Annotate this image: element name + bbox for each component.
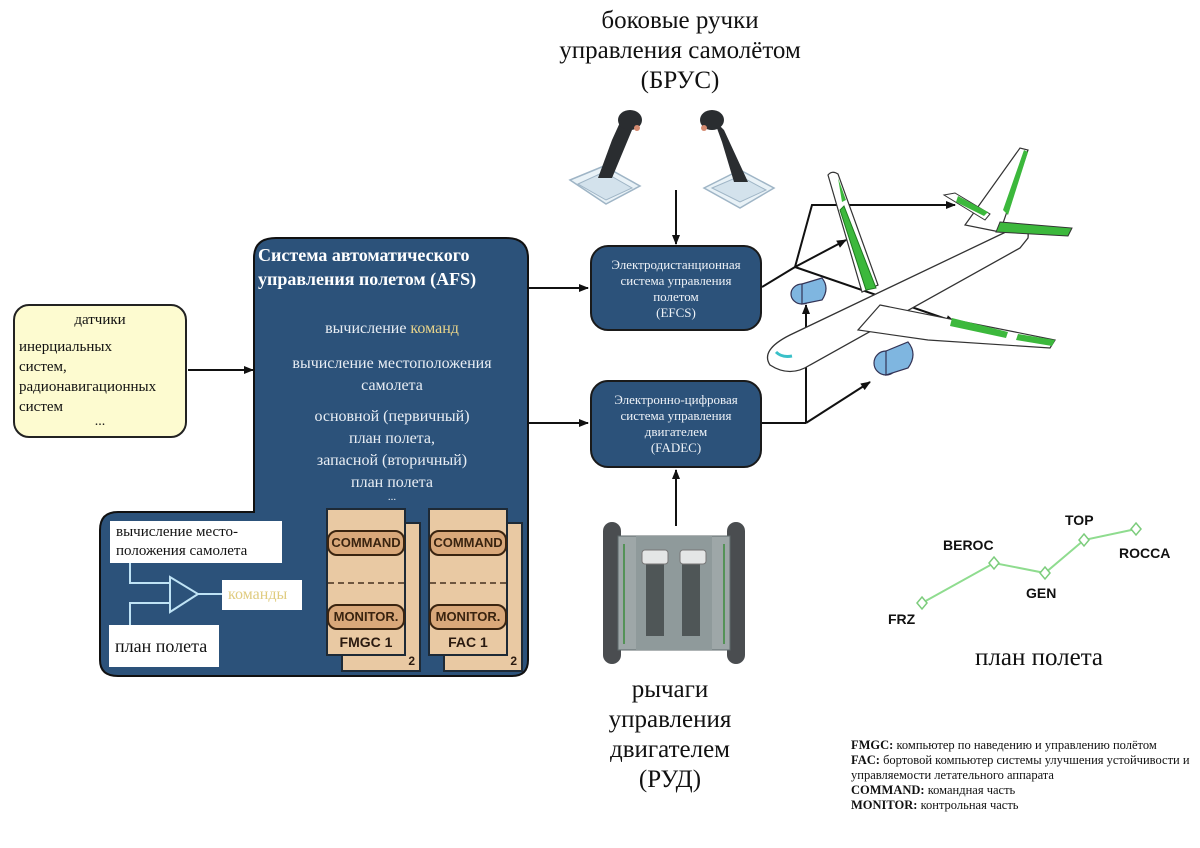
logic-plan-input: план полета xyxy=(109,625,219,667)
throttle-label-line: управления xyxy=(608,706,732,733)
flight-plan-label: план полета xyxy=(975,644,1104,671)
sensors-line: радионавигационных xyxy=(19,379,157,395)
fmgc-backup-number: 2 xyxy=(408,654,415,668)
waypoint-label-frz: FRZ xyxy=(888,611,916,627)
arrow-fadec-to-engine-right xyxy=(805,381,871,424)
afs-title-line: Система автоматического xyxy=(258,245,470,265)
sensors-line: инерциальных xyxy=(19,339,112,355)
fac-1-card: COMMAND MONITOR. FAC 1 xyxy=(428,508,508,656)
arrow-efcs-out xyxy=(761,266,796,288)
legend-term: FAC: xyxy=(851,753,880,767)
fac-monitor-pill: MONITOR. xyxy=(429,604,507,630)
throttle-label-line: рычаги xyxy=(631,676,709,703)
waypoint-marker-rocca xyxy=(1130,521,1142,537)
waypoint-label-top: TOP xyxy=(1065,512,1094,528)
afs-compute-commands-prefix: вычисление xyxy=(325,320,411,337)
afs-compute-position-line: самолета xyxy=(361,377,423,394)
legend-desc: компьютер по наведению и управлению полё… xyxy=(896,738,1157,752)
waypoint-label-rocca: ROCCA xyxy=(1119,545,1171,561)
legend-desc: контрольная часть xyxy=(920,798,1019,812)
efcs-box: Электродистанционная система управления … xyxy=(590,245,762,331)
afs-box xyxy=(99,237,529,677)
efcs-line: (EFCS) xyxy=(656,305,696,320)
legend-item: FAC: бортовой компьютер системы улучшени… xyxy=(851,753,1196,783)
logic-output-commands: команды xyxy=(222,580,302,610)
sensors-list: инерциальных систем, радионавигационных … xyxy=(15,329,185,417)
throttle-label-line: (РУД) xyxy=(638,766,702,793)
throttle-label: рычаги управления двигателем (РУД) xyxy=(590,675,750,795)
fadec-box: Электронно-цифровая система управления д… xyxy=(590,380,762,468)
legend-term: MONITOR: xyxy=(851,798,918,812)
fmgc-name: FMGC 1 xyxy=(339,634,393,650)
fac-divider xyxy=(430,582,506,584)
sidestick-label: боковые ручки управления самолётом (БРУС… xyxy=(540,6,820,96)
legend-item: MONITOR: контрольная часть xyxy=(851,798,1196,813)
afs-title-line: управления полетом (AFS) xyxy=(258,269,477,289)
fadec-line: (FADEC) xyxy=(650,440,702,455)
legend-desc: командная часть xyxy=(927,783,1016,797)
arrow-efcs-to-wing-left xyxy=(794,239,847,268)
afs-flight-plan-line: основной (первичный) xyxy=(314,408,470,425)
sidestick-label-line: боковые ручки xyxy=(601,7,759,34)
aircraft-icon xyxy=(766,147,1073,376)
legend-item: FMGC: компьютер по наведению и управлени… xyxy=(851,738,1196,753)
sensors-ellipsis: ... xyxy=(94,414,106,429)
afs-compute-commands: вычисление команд xyxy=(258,318,526,340)
fac-name: FAC 1 xyxy=(448,634,488,650)
afs-compute-position: вычисление местоположения самолета xyxy=(258,353,526,397)
sidestick-label-line: (БРУС) xyxy=(640,67,720,94)
afs-flight-plan-line: план полета, xyxy=(349,430,435,447)
waypoint-label-gen: GEN xyxy=(1026,585,1057,601)
fac-backup-number: 2 xyxy=(510,654,517,668)
sidestick-joystick-icon xyxy=(568,110,776,209)
afs-flight-plan-line: запасной (вторичный) xyxy=(316,452,468,469)
waypoint-marker-beroc xyxy=(988,555,1000,571)
fmgc-divider xyxy=(328,582,404,584)
efcs-line: Электродистанционная xyxy=(611,257,741,272)
legend-term: FMGC: xyxy=(851,738,894,752)
arrow-efcs-to-tail xyxy=(794,201,956,268)
fadec-line: двигателем xyxy=(644,424,708,439)
fadec-line: Электронно-цифровая xyxy=(614,392,738,407)
sensors-title: датчики xyxy=(74,312,126,328)
waypoint-marker-frz xyxy=(916,595,928,611)
fac-command-pill: COMMAND xyxy=(429,530,507,556)
legend-term: COMMAND: xyxy=(851,783,925,797)
logic-position-input: вычисление место- положения самолета xyxy=(110,521,282,563)
afs-ellipsis: ... xyxy=(387,491,397,503)
legend-item: COMMAND: командная часть xyxy=(851,783,1196,798)
fmgc-1-card: COMMAND MONITOR. FMGC 1 xyxy=(326,508,406,656)
legend: FMGC: компьютер по наведению и управлени… xyxy=(851,738,1196,813)
flight-plan-route xyxy=(916,521,1142,611)
sidestick-label-line: управления самолётом xyxy=(559,37,801,64)
sensors-box: датчики инерциальных систем, радионавига… xyxy=(13,304,187,438)
efcs-line: система управления xyxy=(620,273,732,288)
throttle-label-line: двигателем xyxy=(609,736,731,763)
fadec-line: система управления xyxy=(620,408,732,423)
sensors-line: систем, xyxy=(19,359,67,375)
comparator-logic xyxy=(129,563,222,625)
legend-desc: бортовой компьютер системы улучшения уст… xyxy=(851,753,1190,782)
logic-position-line: положения самолета xyxy=(116,543,248,559)
afs-flight-plans: основной (первичный) план полета, запасн… xyxy=(258,406,526,494)
afs-title: Система автоматического управления полет… xyxy=(258,243,520,291)
waypoint-label-beroc: BEROC xyxy=(943,537,994,553)
afs-flight-plan-line: план полета xyxy=(351,474,433,491)
efcs-line: полетом xyxy=(653,289,699,304)
fmgc-monitor-pill: MONITOR. xyxy=(327,604,405,630)
afs-compute-commands-highlight: команд xyxy=(410,320,459,337)
afs-compute-position-line: вычисление местоположения xyxy=(292,355,492,372)
fmgc-command-pill: COMMAND xyxy=(327,530,405,556)
sensors-line: систем xyxy=(19,399,64,415)
waypoint-marker-top xyxy=(1078,532,1090,548)
throttle-levers-icon xyxy=(603,522,745,664)
waypoint-marker-gen xyxy=(1039,565,1051,581)
logic-position-line: вычисление место- xyxy=(116,524,239,540)
